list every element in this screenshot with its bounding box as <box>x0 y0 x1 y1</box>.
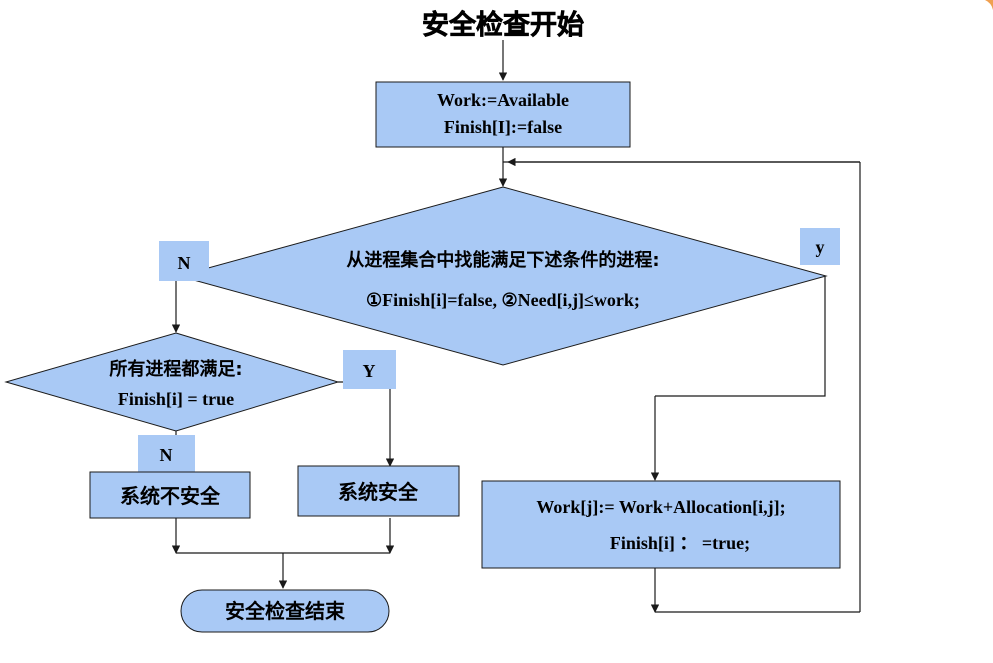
init-line-1: Work:=Available <box>437 90 569 110</box>
update-line-2: Finish[i] ： =true; <box>610 533 750 553</box>
corner-accent <box>985 0 993 10</box>
all-no-label: N <box>160 445 173 465</box>
end-terminal <box>180 589 390 633</box>
main-yes-tag <box>800 228 840 265</box>
init-line-2: Finish[I]:=false <box>444 117 562 137</box>
unsafe-label: 系统不安全 <box>120 484 221 508</box>
decision-main-diamond <box>177 186 828 366</box>
main-no-tag <box>159 241 209 281</box>
all-yes-label: Y <box>363 361 376 381</box>
end-label: 安全检查结束 <box>225 599 346 623</box>
init-box <box>375 81 631 148</box>
all-yes-tag <box>343 350 396 389</box>
decision-all-line-1: 所有进程都满足: <box>109 358 242 380</box>
decision-main-line-2: ①Finish[i]=false, ②Need[i,j]≤work; <box>366 290 640 310</box>
decision-main-line-1: 从进程集合中找能满足下述条件的进程: <box>346 249 659 271</box>
main-no-label: N <box>178 253 191 273</box>
all-no-tag <box>138 435 195 472</box>
update-box <box>481 480 841 569</box>
update-line-1: Work[j]:= Work+Allocation[i,j]; <box>536 497 785 517</box>
decision-all-line-2: Finish[i] = true <box>118 389 234 409</box>
safe-label: 系统安全 <box>338 480 419 504</box>
main-yes-label: y <box>816 237 825 257</box>
start-label: 安全检查开始 <box>422 9 584 41</box>
yes-branch-line <box>655 276 826 397</box>
decision-all-diamond <box>4 332 340 432</box>
unsafe-box <box>89 471 251 519</box>
safe-box <box>297 465 460 517</box>
